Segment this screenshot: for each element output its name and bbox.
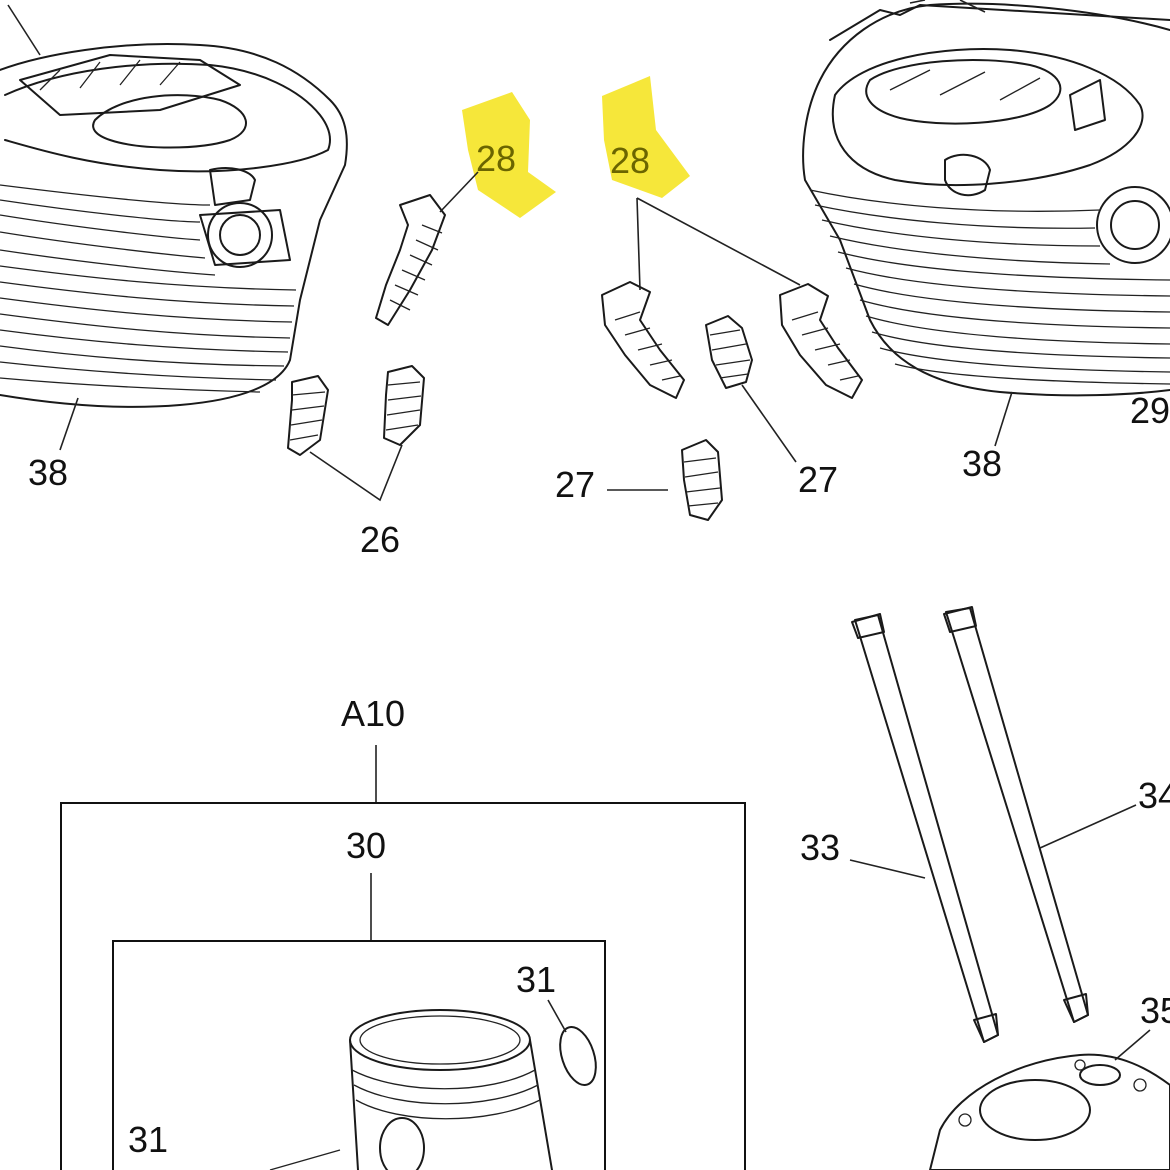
pushrod-33 [851,613,999,1043]
label-38-right: 38 [962,443,1002,484]
head-gasket-35 [929,1053,1170,1170]
label-a10: A10 [341,693,405,734]
pushrod-34 [943,606,1089,1023]
label-34: 34 [1138,775,1170,816]
label-28-left: 28 [476,138,516,179]
label-31-top: 31 [516,959,556,1000]
label-27-left: 27 [555,464,595,505]
segment-lower-left-a [287,375,329,456]
left-cylinder-head [0,4,348,408]
label-27-mid: 27 [798,459,838,500]
label-38-left: 38 [28,452,68,493]
piston-kit-box-30 [112,940,606,1170]
piston [269,1009,553,1170]
right-head-fins [809,189,1170,385]
segment-right-b [705,315,753,389]
segment-right-a [601,281,685,399]
segment-right-c [779,283,863,399]
segment-lower-left-b [383,365,425,446]
label-31-left: 31 [128,1119,168,1160]
piston-ring-31 [559,1026,597,1086]
right-cylinder-head [802,0,1170,397]
label-33: 33 [800,827,840,868]
segment-right-d [681,439,723,521]
leader-38-left [59,397,79,451]
leader-33 [849,859,926,879]
leader-26 [309,444,403,502]
label-28-right: 28 [610,140,650,181]
leader-35 [1114,1029,1151,1061]
assembly-box-a10 [60,802,746,1170]
leader-27-mid [741,384,797,463]
label-29: 29 [1130,390,1170,431]
highlighted-part-28-left [462,92,556,218]
leader-28-right [636,197,801,291]
leader-28-left [439,171,479,213]
left-head-fins [0,184,297,393]
leader-31-top [547,999,567,1033]
label-26: 26 [360,519,400,560]
leader-34 [1039,804,1137,849]
label-30: 30 [346,825,386,866]
highlighted-part-28-right [602,76,690,198]
leader-38-right [994,391,1013,447]
label-35: 35 [1140,990,1170,1031]
segment-upper-left [375,194,446,326]
